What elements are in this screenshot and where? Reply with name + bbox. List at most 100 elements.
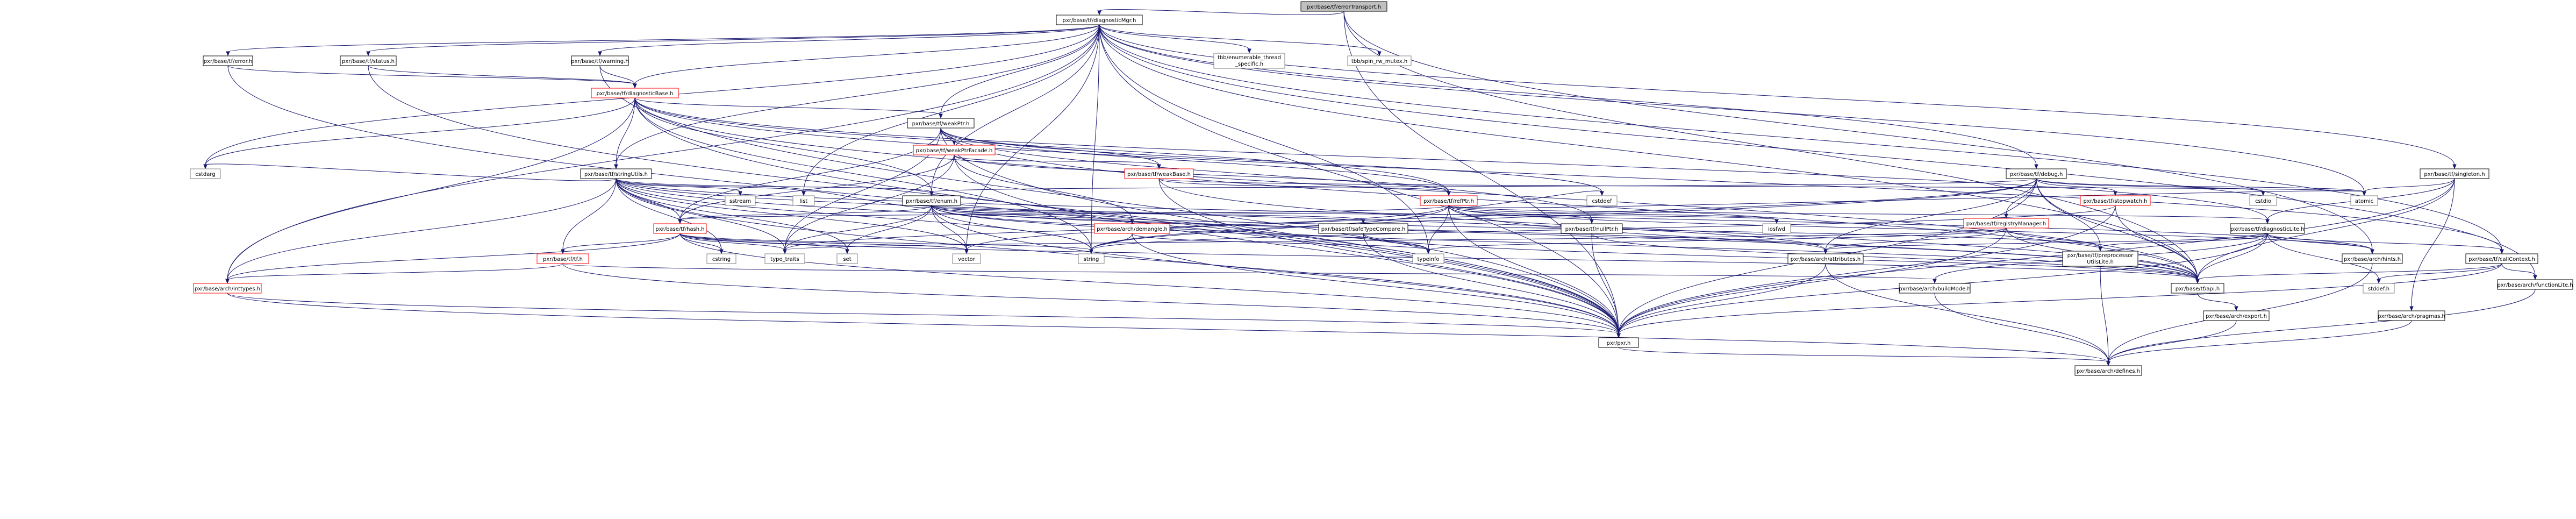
node-box (580, 168, 652, 179)
node-box (952, 253, 981, 264)
node-typeinfo[interactable]: typeinfo (1412, 253, 1444, 264)
node-hash[interactable]: pxr/base/tf/hash.h (653, 223, 707, 234)
node-cstddef[interactable]: cstddef (1586, 195, 1618, 206)
node-string[interactable]: string (1078, 253, 1105, 264)
node-status[interactable]: pxr/base/tf/status.h (340, 55, 397, 66)
node-atomic[interactable]: atomic (2350, 195, 2378, 206)
node-cstdarg[interactable]: cstdarg (190, 168, 221, 179)
node-tfApi[interactable]: pxr/base/tf/api.h (2171, 283, 2224, 294)
node-stringUtils[interactable]: pxr/base/tf/stringUtils.h (580, 168, 652, 179)
edge-diagnosticMgr-to-tbb_spin (1099, 24, 1382, 56)
node-demangle[interactable]: pxr/base/arch/demangle.h (1094, 223, 1170, 234)
node-set[interactable]: set (836, 253, 858, 264)
node-registryManager[interactable]: pxr/base/tf/registryManager.h (1963, 218, 2049, 229)
edge-status-to-diagnosticBase (368, 65, 637, 89)
node-tbb_spin[interactable]: tbb/spin_rw_mutex.h (1347, 55, 1412, 66)
node-box (2074, 365, 2142, 376)
node-sstream[interactable]: sstream (725, 195, 756, 206)
edge-safeTypeCompare-to-pxr (1363, 233, 1621, 338)
node-box (2350, 195, 2378, 206)
node-box (2062, 251, 2138, 267)
node-attributes[interactable]: pxr/base/arch/attributes.h (1787, 253, 1864, 264)
node-box (190, 168, 221, 179)
node-box (571, 55, 629, 66)
node-list[interactable]: list (792, 195, 815, 206)
node-diagnosticMgr[interactable]: pxr/base/tf/diagnosticMgr.h (1056, 15, 1143, 25)
node-error[interactable]: pxr/base/tf/error.h (203, 55, 253, 66)
node-label: list (800, 198, 808, 204)
node-iosfwd[interactable]: iosfwd (1762, 223, 1791, 234)
node-label-line2: UtilsLite.h (2087, 259, 2114, 265)
node-stopwatch[interactable]: pxr/base/tf/stopwatch.h (2080, 195, 2151, 206)
node-safeTypeCompare[interactable]: pxr/base/tf/safeTypeCompare.h (1318, 223, 1408, 234)
node-tf[interactable]: pxr/base/tf/tf.h (536, 253, 589, 264)
node-label: pxr/base/tf/nullPtr.h (1565, 226, 1619, 232)
node-diagnosticBase[interactable]: pxr/base/tf/diagnosticBase.h (591, 88, 679, 98)
node-label: atomic (2355, 198, 2373, 204)
node-tbb_enum[interactable]: tbb/enumerable_thread_specific.h (1213, 53, 1285, 69)
edge-hash-to-pxr (679, 233, 1621, 338)
edge-inttypes-to-pxr (227, 293, 1621, 338)
edge-callContext-to-tfApi (2195, 263, 2502, 284)
node-vector[interactable]: vector (952, 253, 981, 264)
node-label: pxr/base/tf/hash.h (655, 226, 704, 232)
node-singleton[interactable]: pxr/base/tf/singleton.h (2420, 168, 2489, 179)
node-label: pxr/base/tf/diagnosticLite.h (2230, 226, 2304, 232)
edge-stringUtils-to-type_traits (616, 178, 787, 254)
node-box (725, 195, 756, 206)
edge-demangle-to-pxr (1132, 233, 1621, 338)
node-functionLite[interactable]: pxr/base/arch/functionLite.h (2497, 279, 2573, 290)
edge-refPtr-to-typeinfo (1426, 205, 1449, 254)
node-debug[interactable]: pxr/base/tf/debug.h (2006, 168, 2067, 179)
edge-debug-to-enum (929, 178, 2037, 196)
edge-errorTransport-to-hints (1343, 11, 2374, 254)
edge-diagnosticLite-to-attributes (1823, 233, 2268, 254)
edge-diagnosticBase-to-refPtr (634, 97, 1451, 196)
node-defines[interactable]: pxr/base/arch/defines.h (2074, 365, 2142, 376)
node-pxr[interactable]: pxr/pxr.h (1598, 337, 1639, 348)
node-label: pxr/base/arch/defines.h (2077, 368, 2140, 374)
node-diagnosticLite[interactable]: pxr/base/tf/diagnosticLite.h (2230, 223, 2305, 234)
node-buildMode[interactable]: pxr/base/arch/buildMode.h (1899, 283, 1971, 294)
node-warning[interactable]: pxr/base/tf/warning.h (571, 55, 629, 66)
edge-diagnosticMgr-to-warning (598, 24, 1100, 56)
edge-warning-to-diagnosticBase (599, 65, 637, 89)
node-weakPtr[interactable]: pxr/base/tf/weakPtr.h (907, 118, 975, 129)
node-weakBase[interactable]: pxr/base/tf/weakBase.h (1124, 168, 1194, 179)
node-label: stddef.h (2368, 286, 2389, 292)
node-hints[interactable]: pxr/base/arch/hints.h (2342, 253, 2403, 264)
node-label: pxr/base/arch/functionLite.h (2498, 282, 2573, 288)
edge-diagnosticMgr-to-callContext (1099, 24, 2504, 254)
node-box (1420, 195, 1478, 206)
node-box (1598, 337, 1639, 348)
node-label: pxr/base/tf/status.h (342, 59, 395, 65)
node-nullPtr[interactable]: pxr/base/tf/nullPtr.h (1561, 223, 1623, 234)
edge-diagnosticBase-to-enum (634, 97, 934, 196)
node-exportH[interactable]: pxr/base/arch/export.h (2203, 310, 2270, 321)
node-pragmas[interactable]: pxr/base/arch/pragmas.h (2378, 310, 2445, 321)
node-stddef[interactable]: stddef.h (2363, 283, 2395, 294)
node-box (2249, 195, 2277, 206)
node-label: tbb/spin_rw_mutex.h (1351, 59, 1407, 65)
node-cstdio[interactable]: cstdio (2249, 195, 2277, 206)
node-callContext[interactable]: pxr/base/tf/callContext.h (2465, 253, 2538, 264)
node-errorTransport[interactable]: pxr/base/tf/errorTransport.h (1300, 1, 1387, 12)
node-box (653, 223, 707, 234)
edge-stringUtils-to-inttypes (225, 178, 617, 284)
node-label: pxr/base/tf/registryManager.h (1966, 221, 2047, 227)
node-inttypes[interactable]: pxr/base/arch/inttypes.h (193, 283, 262, 294)
node-enum[interactable]: pxr/base/tf/enum.h (902, 195, 961, 206)
node-weakPtrFacade[interactable]: pxr/base/tf/weakPtrFacade.h (913, 145, 996, 155)
node-box (2006, 168, 2067, 179)
node-box (902, 195, 961, 206)
node-box (2230, 223, 2305, 234)
node-box (1078, 253, 1105, 264)
node-box (1056, 15, 1143, 25)
node-refPtr[interactable]: pxr/base/tf/refPtr.h (1420, 195, 1478, 206)
edge-tf-to-inttypes (225, 263, 563, 284)
edge-diagnosticLite-to-callContext (2267, 233, 2504, 254)
node-label: pxr/base/arch/pragmas.h (2378, 314, 2445, 319)
node-cstring[interactable]: cstring (706, 253, 736, 264)
node-type_traits[interactable]: type_traits (764, 253, 805, 264)
